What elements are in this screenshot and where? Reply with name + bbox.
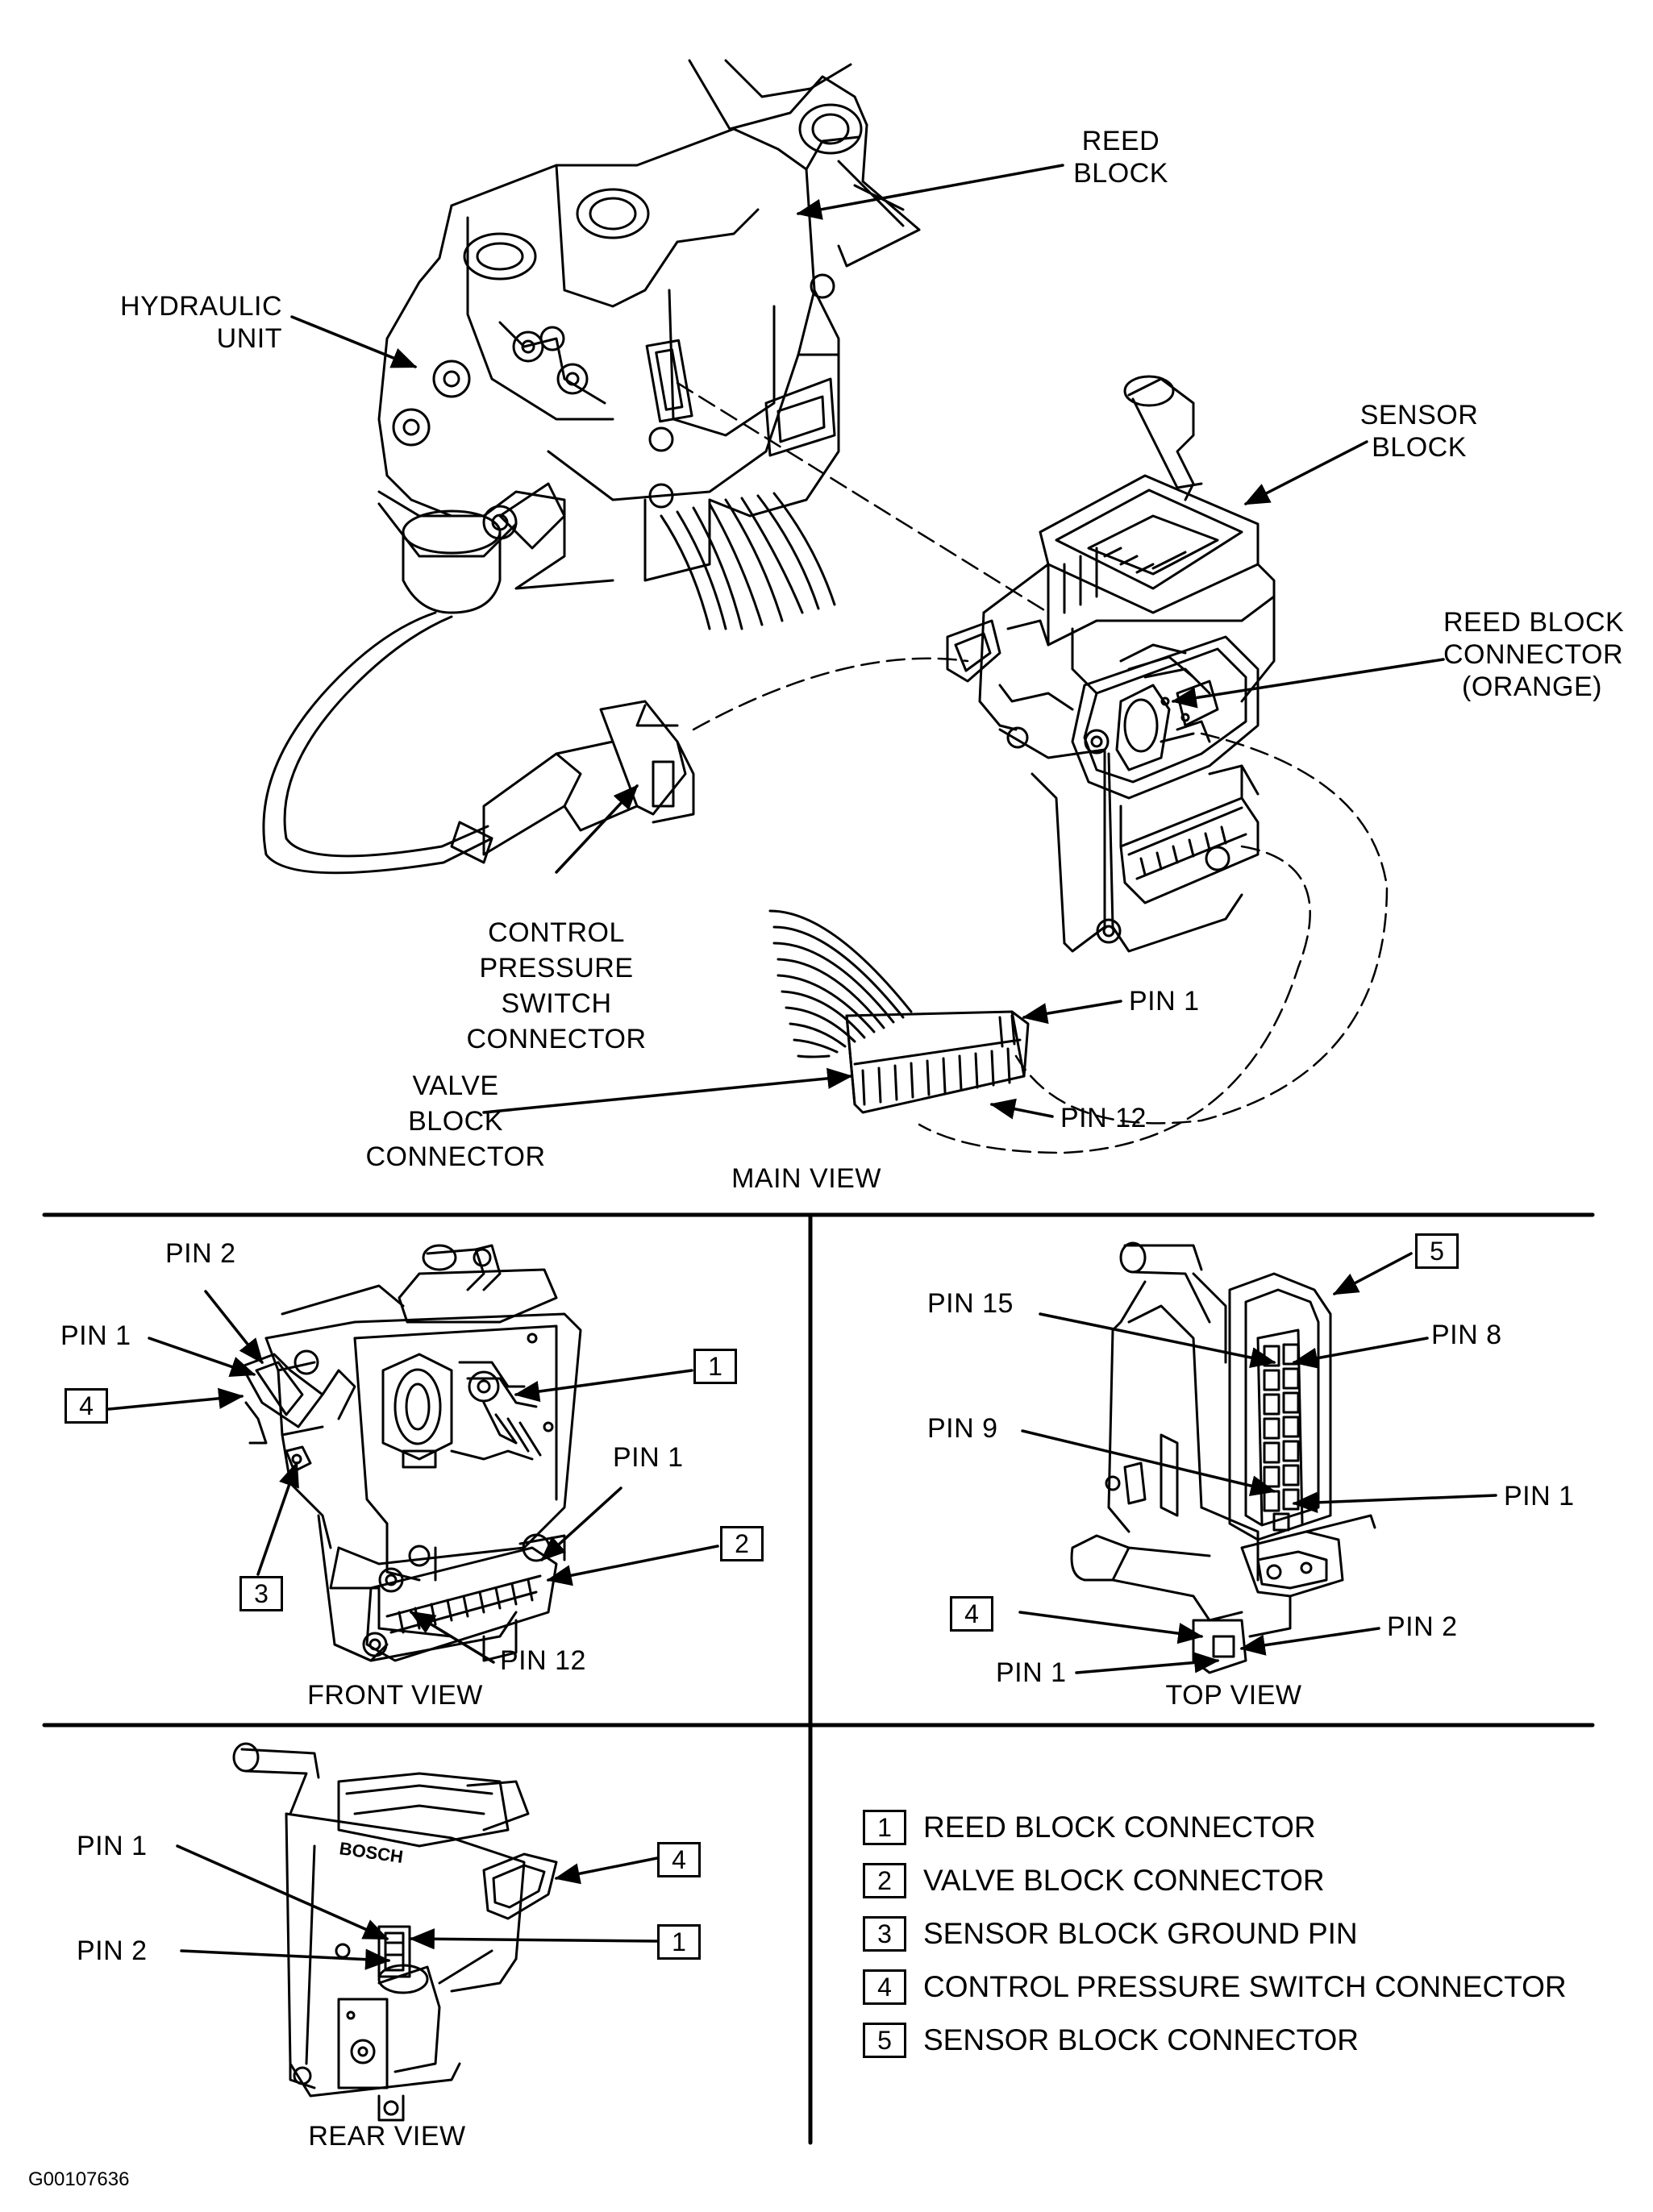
legend-num-2: 2 bbox=[863, 1863, 906, 1898]
rear-callout-4: 4 bbox=[657, 1842, 701, 1877]
front-pin-2-label: PIN 2 bbox=[165, 1238, 236, 1269]
cpsc-cable bbox=[262, 611, 493, 875]
valve-block-connector-label-line3: CONNECTOR bbox=[365, 1141, 546, 1172]
front-pin-1-left-label: PIN 1 bbox=[60, 1320, 131, 1351]
top-pin-1-bottom-label: PIN 1 bbox=[996, 1657, 1067, 1688]
top-callout-4: 4 bbox=[950, 1596, 993, 1632]
legend-text-3: SENSOR BLOCK GROUND PIN bbox=[923, 1917, 1358, 1950]
front-pin-1-right-label: PIN 1 bbox=[613, 1442, 684, 1473]
front-view-leaders bbox=[107, 1290, 719, 1664]
reed-block-connector-label: REED BLOCK CONNECTOR (ORANGE) bbox=[1443, 606, 1625, 703]
front-pin-12-label: PIN 12 bbox=[500, 1645, 586, 1676]
top-pin-15-label: PIN 15 bbox=[927, 1288, 1014, 1319]
legend-text-2: VALVE BLOCK CONNECTOR bbox=[923, 1864, 1325, 1897]
valve-block-connector-label-line2: BLOCK bbox=[408, 1106, 503, 1137]
main-pin-12-label: PIN 12 bbox=[1060, 1103, 1147, 1133]
sensor-block-label: SENSOR BLOCK bbox=[1355, 399, 1484, 464]
rear-pin-1-label: PIN 1 bbox=[77, 1831, 148, 1861]
rear-callout-1: 1 bbox=[657, 1924, 701, 1960]
cpsc-label-line4: CONNECTOR bbox=[466, 1024, 647, 1054]
main-view-title: MAIN VIEW bbox=[731, 1163, 881, 1194]
reed-block-connector-label-line2: CONNECTOR bbox=[1443, 639, 1623, 670]
hydraulic-unit-drawing bbox=[377, 59, 921, 630]
legend-text-1: REED BLOCK CONNECTOR bbox=[923, 1811, 1316, 1844]
reed-block-label: REED BLOCK bbox=[1064, 125, 1177, 189]
front-view-drawing bbox=[240, 1244, 582, 1662]
cpsc-connector-drawing bbox=[450, 700, 695, 864]
rear-brand-text: BOSCH bbox=[338, 1838, 404, 1867]
hydraulic-unit-label-line1: HYDRAULIC bbox=[120, 291, 282, 322]
legend-num-3: 3 bbox=[863, 1916, 906, 1952]
section-dividers bbox=[42, 1212, 1595, 2145]
top-view-leaders bbox=[1018, 1252, 1497, 1674]
legend-num-5: 5 bbox=[863, 2023, 906, 2058]
sensor-block-drawing bbox=[946, 375, 1276, 953]
main-view-leaders bbox=[290, 164, 1445, 1120]
figure-id: G00107636 bbox=[28, 2168, 130, 2190]
rear-view-leaders bbox=[176, 1844, 659, 1970]
reed-block-label-line2: BLOCK bbox=[1073, 158, 1168, 189]
hydraulic-unit-label-line2: UNIT bbox=[216, 323, 282, 354]
top-pin-2-label: PIN 2 bbox=[1387, 1611, 1458, 1642]
rear-pin-2-label: PIN 2 bbox=[77, 1936, 148, 1966]
legend-text-4: CONTROL PRESSURE SWITCH CONNECTOR bbox=[923, 1970, 1567, 2003]
front-callout-2: 2 bbox=[720, 1526, 764, 1561]
cpsc-label-line2: PRESSURE bbox=[479, 953, 634, 983]
top-pin-9-label: PIN 9 bbox=[927, 1413, 998, 1444]
cpsc-label-line1: CONTROL bbox=[488, 917, 625, 948]
front-callout-3: 3 bbox=[239, 1576, 283, 1611]
sensor-block-label-line1: SENSOR bbox=[1359, 400, 1479, 430]
front-view-title: FRONT VIEW bbox=[307, 1680, 483, 1711]
top-view-drawing bbox=[1070, 1241, 1376, 1674]
top-callout-5: 5 bbox=[1415, 1233, 1459, 1269]
valve-block-connector-drawing bbox=[768, 909, 1030, 1114]
legend-text-5: SENSOR BLOCK CONNECTOR bbox=[923, 2023, 1359, 2056]
main-pin-1-label: PIN 1 bbox=[1129, 986, 1200, 1017]
rear-view-drawing bbox=[232, 1742, 558, 2122]
valve-block-connector-label-line1: VALVE bbox=[412, 1071, 499, 1101]
hydraulic-unit-label: HYDRAULIC UNIT bbox=[97, 290, 282, 355]
reed-block-connector-label-line3: (ORANGE) bbox=[1462, 672, 1602, 702]
legend-num-4: 4 bbox=[863, 1969, 906, 2005]
reed-block-label-line1: REED bbox=[1081, 126, 1160, 156]
control-pressure-switch-connector-label: CONTROL PRESSURE SWITCH CONNECTOR bbox=[452, 915, 661, 1057]
sensor-block-label-line2: BLOCK bbox=[1372, 432, 1467, 463]
valve-block-connector-label: VALVE BLOCK CONNECTOR bbox=[363, 1068, 548, 1175]
top-pin-1-right-label: PIN 1 bbox=[1504, 1481, 1575, 1511]
front-callout-4: 4 bbox=[65, 1388, 108, 1424]
front-callout-1: 1 bbox=[693, 1349, 737, 1384]
dashed-guides bbox=[676, 381, 1389, 1154]
legend-num-1: 1 bbox=[863, 1810, 906, 1845]
reed-block-connector-label-line1: REED BLOCK bbox=[1443, 607, 1625, 638]
rear-view-title: REAR VIEW bbox=[308, 2121, 466, 2152]
cpsc-label-line3: SWITCH bbox=[501, 988, 612, 1019]
top-pin-8-label: PIN 8 bbox=[1431, 1320, 1502, 1350]
top-view-title: TOP VIEW bbox=[1165, 1680, 1302, 1711]
